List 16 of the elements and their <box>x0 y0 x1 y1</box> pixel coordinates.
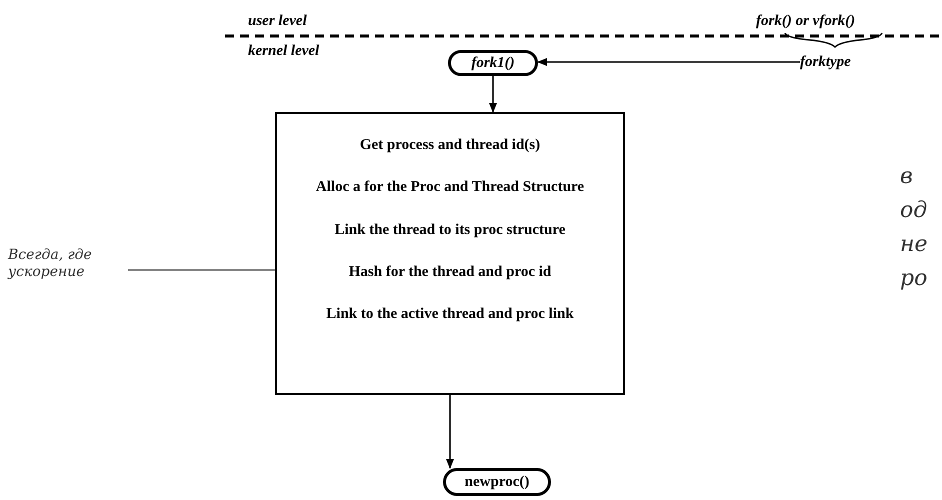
level-label: user level <box>248 12 307 31</box>
step-text: Alloc a for the Proc and Thread Structure <box>277 176 623 198</box>
step-text: Link to the active thread and proc link <box>277 303 623 325</box>
arrow <box>537 58 800 66</box>
level-label: kernel level <box>248 42 320 61</box>
arrow <box>489 76 497 113</box>
step-text: Link the thread to its proc structure <box>277 219 623 241</box>
handwritten-note: в од не ро <box>900 163 929 293</box>
step-text: Get process and thread id(s) <box>277 134 623 156</box>
handwritten-note: Всегда, где ускорение <box>8 240 128 288</box>
step-text: Hash for the thread and proc id <box>335 261 565 283</box>
process-box <box>275 112 625 395</box>
function-pill: fork1() <box>448 50 538 76</box>
function-pill: newproc() <box>443 468 551 496</box>
parameter-text: forktype <box>800 50 905 74</box>
arrow <box>446 395 454 469</box>
